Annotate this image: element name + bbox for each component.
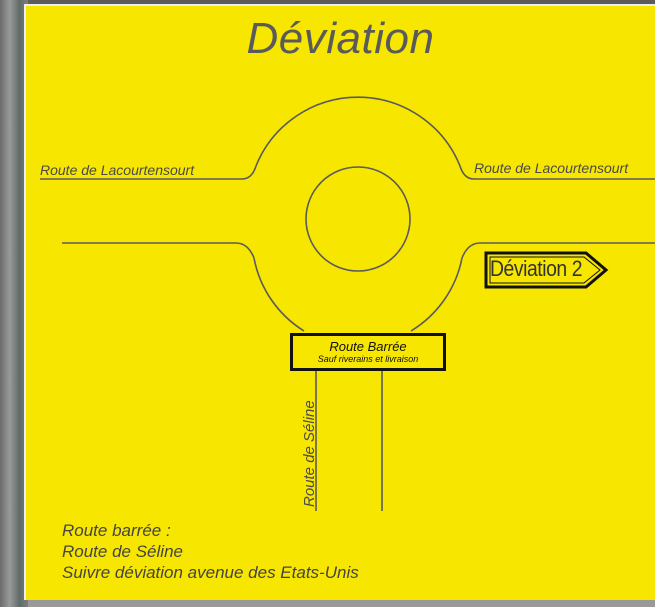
road-label-west: Route de Lacourtensourt [40, 162, 195, 178]
road-closed-subtitle: Sauf riverains et livraison [317, 354, 419, 364]
east-road-lower-edge [461, 242, 655, 259]
note-line: Suivre déviation avenue des Etats-Unis [62, 563, 359, 582]
roundabout-island [305, 166, 411, 272]
road-label-south: Route de Séline [301, 400, 318, 507]
road-label-east: Route de Lacourtensourt [474, 160, 629, 176]
note-line: Route de Séline [62, 542, 183, 561]
note-line: Route barrée : [62, 521, 171, 540]
closure-notes: Route barrée : Route de Séline Suivre dé… [62, 520, 359, 583]
background-photo-edge [0, 0, 28, 607]
deviation-sign: Déviation 2 [484, 250, 610, 290]
page-title: Déviation [246, 14, 435, 63]
road-closed-sign: Route Barrée Sauf riverains et livraison [290, 333, 446, 371]
deviation-sign-label: Déviation 2 [490, 256, 583, 281]
west-road-lower-edge [62, 242, 255, 259]
road-diagram [40, 96, 655, 511]
roundabout-lower-left-arc [253, 257, 305, 332]
road-closed-title: Route Barrée [329, 339, 407, 354]
roundabout-lower-right-arc [410, 257, 463, 332]
west-road-upper-edge [40, 96, 655, 180]
detour-map-panel: Déviation Route de Lacourtensourt Route … [24, 4, 655, 600]
arrow-right-sign-icon [484, 251, 609, 289]
